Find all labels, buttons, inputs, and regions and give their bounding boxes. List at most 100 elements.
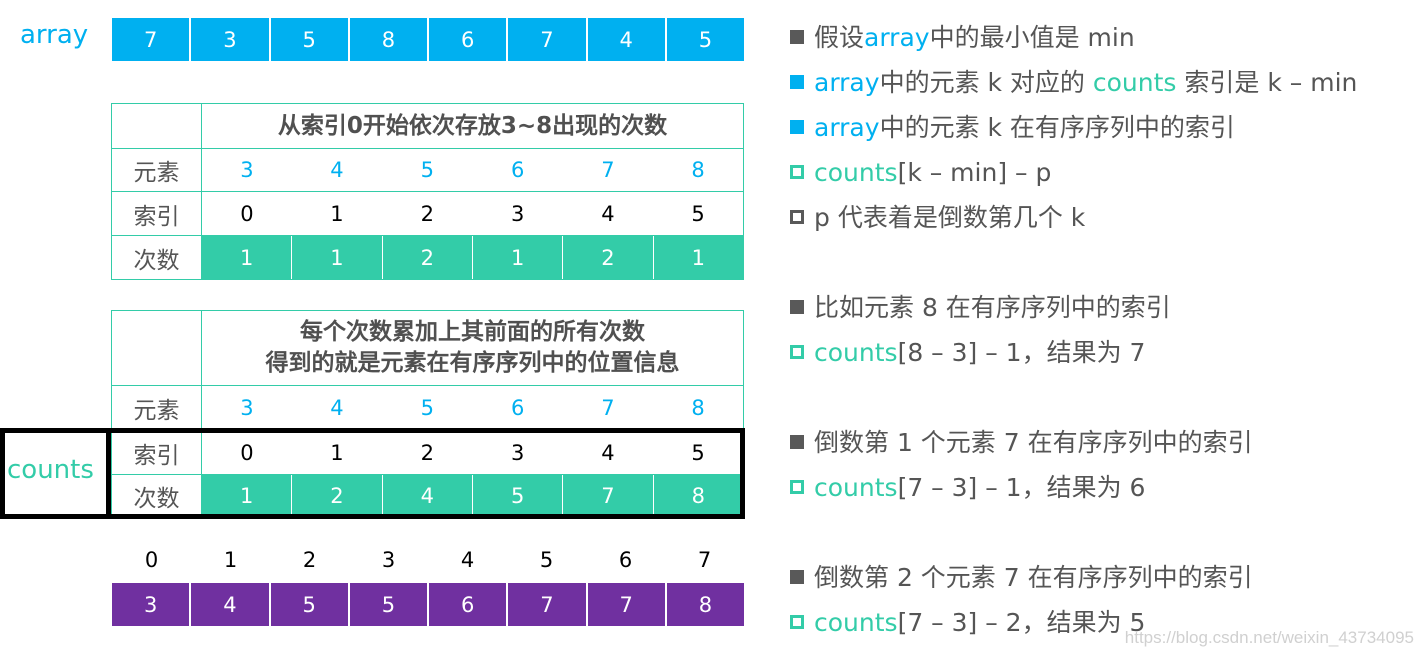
square-bullet-icon xyxy=(790,435,804,449)
square-bullet-icon xyxy=(790,75,804,89)
array-cell: 7 xyxy=(112,18,192,61)
element-cell: 6 xyxy=(472,385,563,431)
square-bullet-icon xyxy=(790,300,804,314)
index-cell: 2 xyxy=(382,191,473,236)
note-keyword: array xyxy=(814,113,880,142)
element-cell: 8 xyxy=(653,148,745,192)
array-label: array xyxy=(20,20,89,50)
count-cell: 1 xyxy=(291,235,383,280)
sorted-cell: 3 xyxy=(112,583,192,626)
sorted-cell: 4 xyxy=(191,583,271,626)
element-cell: 7 xyxy=(562,385,654,431)
note-text: 索引是 k – min xyxy=(1176,68,1358,97)
row-label-index: 索引 xyxy=(111,191,202,236)
note-text: [7 – 3] – 2，结果为 5 xyxy=(897,608,1146,637)
note-keyword: counts xyxy=(814,608,898,637)
sorted-index: 5 xyxy=(539,548,554,572)
row-label-element: 元素 xyxy=(111,148,202,192)
count-table: 从索引0开始依次存放3~8出现的次数 元素 3 4 5 6 7 8 索引 0 1… xyxy=(111,103,745,280)
note-line: counts[7 – 3] – 2，结果为 5 xyxy=(790,605,1145,641)
note-keyword: counts xyxy=(1092,68,1177,97)
array-cell: 6 xyxy=(429,18,509,61)
note-keyword: array xyxy=(864,23,930,52)
note-line: array中的元素 k 对应的 counts 索引是 k – min xyxy=(790,65,1357,101)
count-cell: 2 xyxy=(382,235,473,280)
counts-highlight-box xyxy=(0,428,745,519)
element-cell: 3 xyxy=(201,385,292,431)
note-keyword: array xyxy=(814,68,880,97)
array-cell: 7 xyxy=(508,18,588,61)
table-header: 从索引0开始依次存放3~8出现的次数 xyxy=(201,103,744,149)
note-line: p 代表着是倒数第几个 k xyxy=(790,200,1085,236)
note-text: 倒数第 2 个元素 7 在有序序列中的索引 xyxy=(814,563,1253,592)
counts-label: counts xyxy=(7,455,94,485)
sorted-index-row: 0 1 2 3 4 5 6 7 xyxy=(112,548,744,572)
count-cell: 1 xyxy=(472,235,564,280)
index-cell: 1 xyxy=(291,430,383,475)
array-cell: 5 xyxy=(666,18,744,61)
sorted-cell: 5 xyxy=(270,583,350,626)
sorted-index: 6 xyxy=(618,548,633,572)
count-cell: 1 xyxy=(201,474,293,517)
hollow-square-bullet-icon xyxy=(790,480,804,494)
square-bullet-icon xyxy=(790,570,804,584)
array-cell: 5 xyxy=(270,18,350,61)
sorted-cell: 7 xyxy=(508,583,588,626)
note-line: 比如元素 8 在有序序列中的索引 xyxy=(790,290,1171,326)
corner-cell xyxy=(111,310,202,386)
sorted-bar: 3 4 5 5 6 7 7 8 xyxy=(112,583,744,626)
count-cell: 1 xyxy=(653,235,745,280)
array-bar: 7 3 5 8 6 7 4 5 xyxy=(112,18,744,61)
note-text: [8 – 3] – 1，结果为 7 xyxy=(897,338,1146,367)
note-keyword: counts xyxy=(814,473,898,502)
index-cell: 5 xyxy=(653,430,745,475)
note-line: 倒数第 2 个元素 7 在有序序列中的索引 xyxy=(790,560,1253,596)
array-cell: 8 xyxy=(349,18,429,61)
note-line: counts[8 – 3] – 1，结果为 7 xyxy=(790,335,1145,371)
note-keyword: counts xyxy=(814,158,898,187)
hollow-square-bullet-icon xyxy=(790,615,804,629)
index-cell: 0 xyxy=(201,191,292,236)
cumulative-table: 每个次数累加上其前面的所有次数 得到的就是元素在有序序列中的位置信息 元素 3 … xyxy=(111,310,745,517)
header-line-1: 每个次数累加上其前面的所有次数 xyxy=(300,319,645,345)
row-label-element: 元素 xyxy=(111,385,202,431)
sorted-cell: 6 xyxy=(429,583,509,626)
element-cell: 5 xyxy=(382,385,473,431)
note-text: [7 – 3] – 1，结果为 6 xyxy=(897,473,1146,502)
sorted-index: 0 xyxy=(144,548,159,572)
hollow-square-bullet-icon xyxy=(790,210,804,224)
header-line-2: 得到的就是元素在有序序列中的位置信息 xyxy=(265,350,680,376)
note-text: [k – min] – p xyxy=(897,158,1052,187)
hollow-square-bullet-icon xyxy=(790,165,804,179)
square-bullet-icon xyxy=(790,30,804,44)
counts-box-divider xyxy=(106,428,111,519)
table-header: 每个次数累加上其前面的所有次数 得到的就是元素在有序序列中的位置信息 xyxy=(201,310,744,386)
note-line: counts[7 – 3] – 1，结果为 6 xyxy=(790,470,1145,506)
row-label-index: 索引 xyxy=(111,430,202,475)
sorted-index: 7 xyxy=(697,548,712,572)
corner-cell xyxy=(111,103,202,149)
element-cell: 4 xyxy=(291,385,383,431)
index-cell: 1 xyxy=(291,191,383,236)
index-cell: 3 xyxy=(472,191,563,236)
index-cell: 5 xyxy=(653,191,745,236)
note-text: 假设 xyxy=(814,23,865,52)
square-bullet-icon xyxy=(790,120,804,134)
note-text: 中的元素 k 对应的 xyxy=(879,68,1093,97)
element-cell: 5 xyxy=(382,148,473,192)
note-text: 中的最小值是 min xyxy=(929,23,1135,52)
element-cell: 4 xyxy=(291,148,383,192)
sorted-index: 3 xyxy=(381,548,396,572)
array-cell: 4 xyxy=(587,18,667,61)
note-line: 假设array中的最小值是 min xyxy=(790,20,1135,56)
note-line: counts[k – min] – p xyxy=(790,155,1051,191)
sorted-index: 2 xyxy=(302,548,317,572)
note-keyword: counts xyxy=(814,338,898,367)
element-cell: 6 xyxy=(472,148,563,192)
element-cell: 8 xyxy=(653,385,745,431)
count-cell: 2 xyxy=(562,235,654,280)
array-cell: 3 xyxy=(191,18,271,61)
note-text: 比如元素 8 在有序序列中的索引 xyxy=(814,293,1171,322)
sorted-index: 1 xyxy=(223,548,238,572)
index-cell: 4 xyxy=(562,191,654,236)
